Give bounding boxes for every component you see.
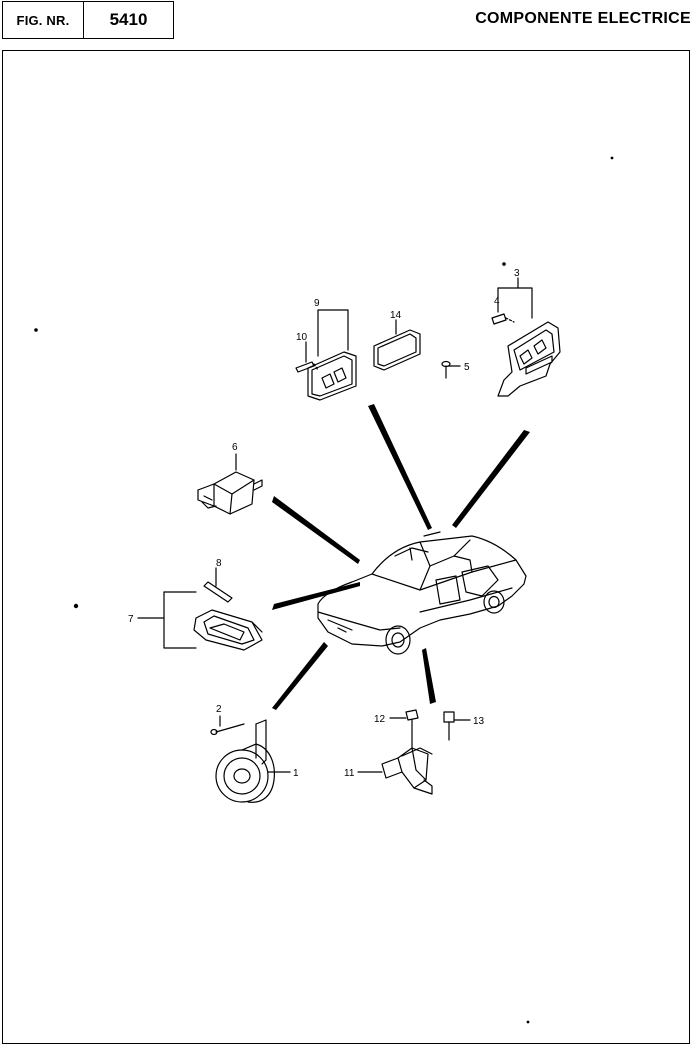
callout-9: 9 — [314, 298, 320, 309]
part-switch-9 — [295, 351, 357, 401]
callout-13: 13 — [473, 716, 485, 727]
callout-1: 1 — [293, 768, 299, 779]
callout-3: 3 — [514, 268, 520, 279]
callout-11: 11 — [344, 768, 355, 779]
callout-14: 14 — [390, 310, 402, 321]
callout-6: 6 — [232, 442, 238, 453]
figure-label: FIG. NR. — [3, 2, 84, 38]
callout-5: 5 — [464, 362, 470, 373]
car-illustration — [317, 531, 527, 655]
bracket-9 — [317, 309, 349, 351]
part-connector-6 — [197, 453, 263, 515]
bracket-3 — [497, 287, 533, 319]
part-bulb-8 — [203, 567, 233, 603]
callout-4: 4 — [494, 296, 500, 307]
part-bolt-12 — [389, 709, 419, 749]
callout-10: 10 — [296, 332, 308, 343]
leader-wedge-7 — [272, 582, 360, 610]
figure-number: 5410 — [109, 10, 148, 29]
part-lamp-housing-7 — [193, 609, 263, 651]
header: FIG. NR. 5410 COMPONENTE ELECTRICE — [0, 0, 694, 42]
diagram-frame — [2, 50, 690, 1044]
callout-7: 7 — [128, 614, 134, 625]
figure-number-box: FIG. NR. 5410 — [2, 1, 174, 39]
callout-12: 12 — [374, 714, 386, 725]
leader-wedge-horn — [272, 642, 328, 710]
leader-wedge-11 — [422, 648, 436, 704]
part-sensor-11 — [357, 747, 433, 795]
callout-2: 2 — [216, 704, 222, 715]
leader-wedge-9-14 — [368, 404, 432, 530]
leader-wedges — [272, 404, 530, 710]
leader-wedge-6 — [272, 496, 360, 564]
part-lens-14 — [373, 319, 421, 371]
part-screw-2 — [210, 715, 245, 736]
callout-8: 8 — [216, 558, 222, 569]
page-title: COMPONENTE ELECTRICE — [475, 10, 691, 27]
part-bolt-13 — [443, 711, 471, 741]
part-horn-1 — [215, 719, 291, 803]
callout-labels: 1 2 3 4 5 6 7 8 9 10 11 12 13 14 — [128, 268, 520, 779]
part-panel-3 — [491, 313, 561, 397]
leader-wedge-3 — [452, 430, 530, 528]
part-screw-5 — [441, 360, 461, 379]
